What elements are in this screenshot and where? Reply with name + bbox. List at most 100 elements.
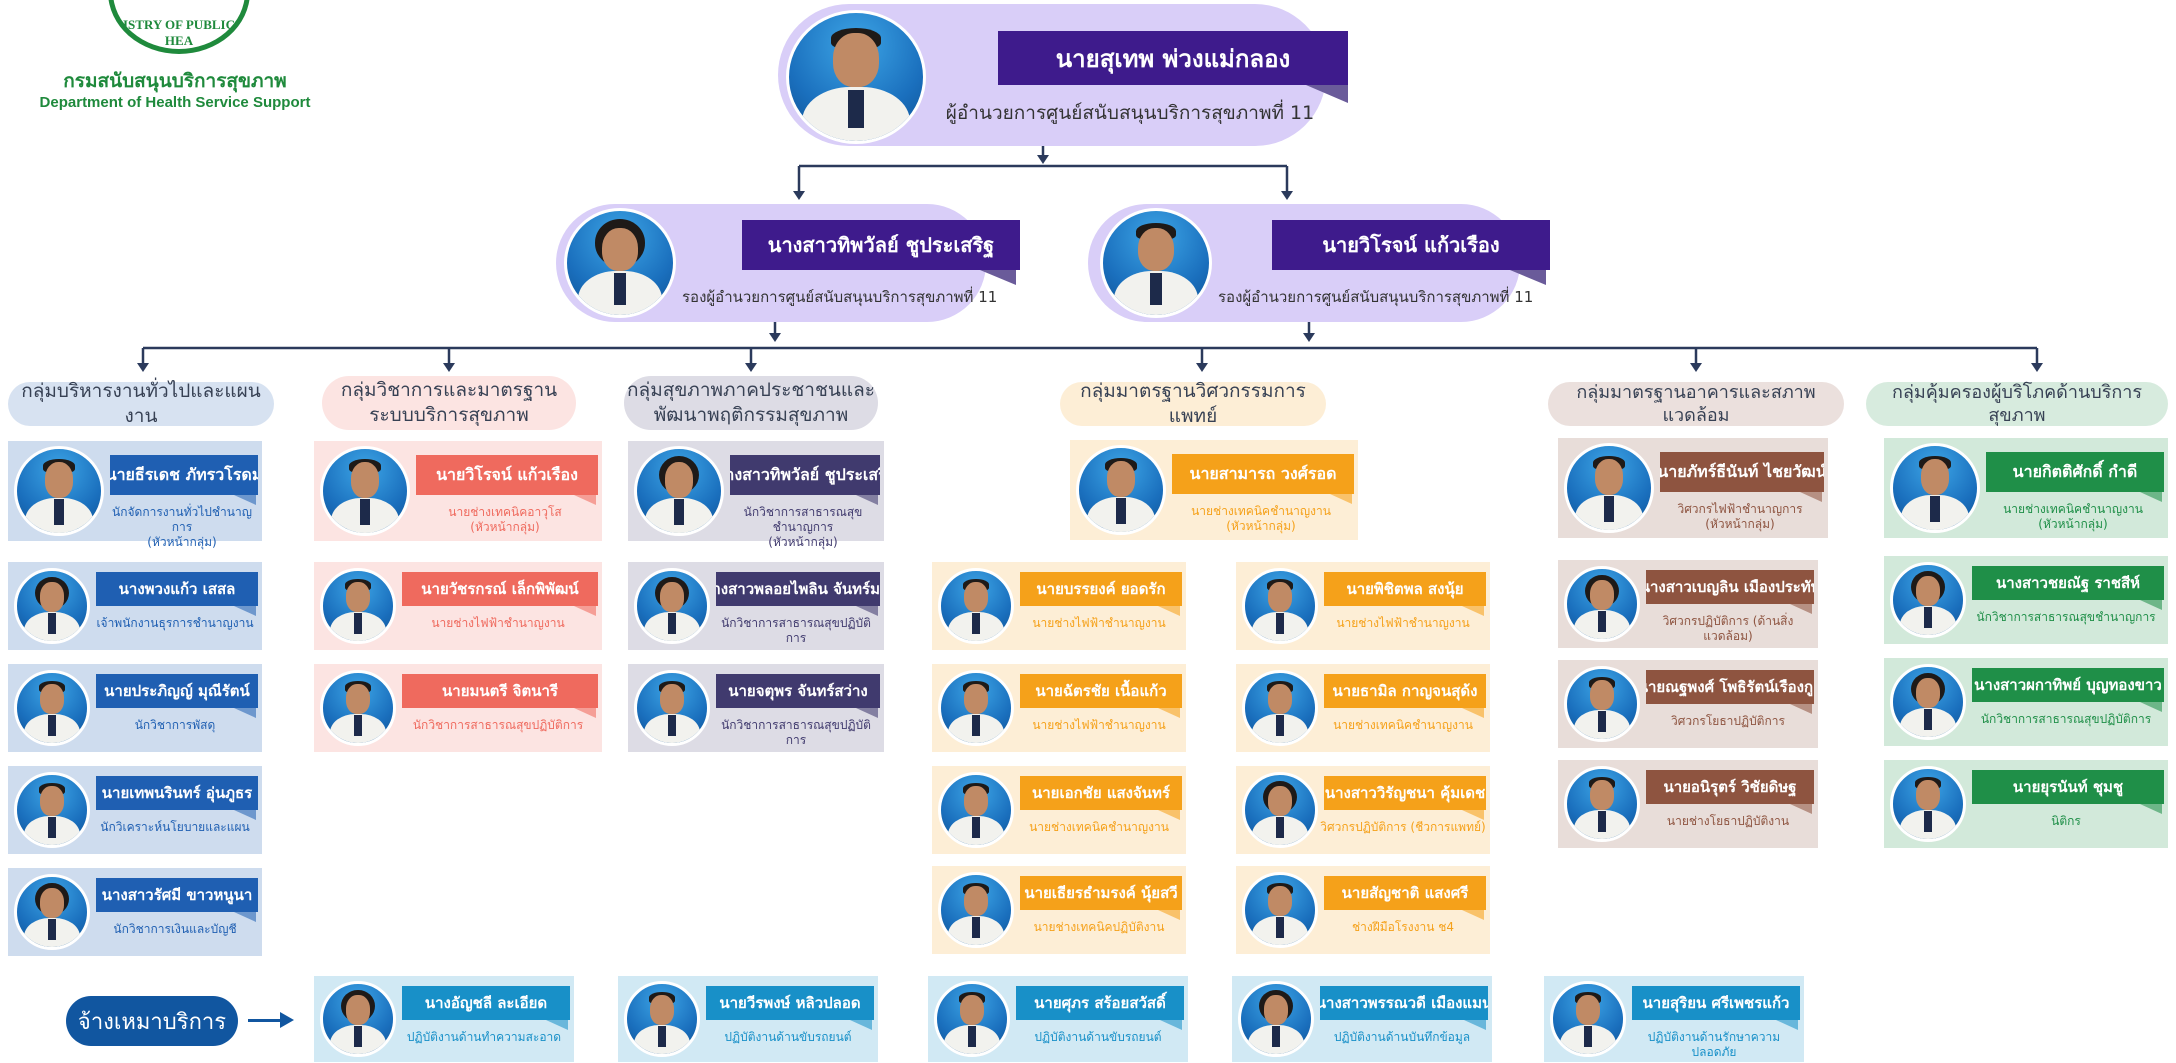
contract-member-2-fold: [850, 1020, 872, 1030]
g3-member-1-name: นางสาวทิพวัลย์ ชูประเสริฐ: [730, 455, 880, 495]
g1-member-5-photo: [14, 874, 90, 950]
g3-member-2-card: นางสาวพลอยไพลิน จันทร์มณีนักวิชาการสาธาร…: [628, 562, 884, 650]
group-header-2: กลุ่มวิชาการและมาตรฐาน ระบบบริการสุขภาพ: [322, 376, 576, 430]
g4-member-2-photo: [938, 568, 1014, 644]
g4-member-4-photo: [938, 670, 1014, 746]
contract-member-1-photo: [320, 981, 396, 1057]
g1-member-3-name: นายประภิญญ์ มุณีรัตน์: [96, 674, 258, 708]
g4-member-8-name: นายเธียรธำมรงค์ นุ้ยสวี: [1020, 876, 1182, 910]
arrowhead-icon: [1196, 363, 1208, 372]
contract-arrowhead-icon: [280, 1012, 294, 1028]
group-header-5: กลุ่มมาตรฐานอาคารและสภาพแวดล้อม: [1548, 382, 1844, 426]
g1-member-4-title: นักวิเคราะห์นโยบายและแผน: [100, 820, 250, 834]
g5-member-1-photo: [1564, 443, 1654, 533]
g6-member-2-card: นางสาวชยณัฐ ราชสีห์นักวิชาการสาธารณสุขชำ…: [1884, 556, 2168, 644]
g1-member-1-photo: [14, 446, 104, 536]
arrowhead-icon: [137, 363, 149, 372]
g3-member-3-card: นายจตุพร จันทร์สว่างนักวิชาการสาธารณสุขป…: [628, 664, 884, 752]
contract-member-4-fold: [1464, 1020, 1486, 1030]
g2-member-1-card: นายวิโรจน์ แก้วเรืองนายช่างเทคนิคอาวุโส …: [314, 441, 602, 541]
g2-member-1-name: นายวิโรจน์ แก้วเรือง: [416, 455, 598, 495]
g4-member-1-card: นายสามารถ วงศ์รอดนายช่างเทคนิคชำนาญงาน (…: [1070, 440, 1358, 540]
logo-name-th: กรมสนับสนุนบริการสุขภาพ: [63, 70, 287, 92]
g4-member-7-title: วิศวกรปฏิบัติการ (ชีวการแพทย์): [1320, 820, 1486, 834]
contract-member-5-fold: [1776, 1020, 1798, 1030]
g1-member-1-card: นายธีรเดช ภัทรวโรดมนักจัดการงานทั่วไปชำน…: [8, 441, 262, 549]
g3-member-2-title: นักวิชาการสาธารณสุขปฏิบัติการ: [721, 616, 871, 645]
g4-member-4-name: นายฉัตรชัย เนื้อแก้ว: [1020, 674, 1182, 708]
g6-member-4-card: นายยุรนันท์ ชุมชูนิติกร: [1884, 760, 2168, 848]
g4-member-2-name: นายบรรยงค์ ยอดรัก: [1020, 572, 1182, 606]
g2-member-2-card: นายวัชรกรณ์ เล็กพิพัฒน์นายช่างไฟฟ้าชำนาญ…: [314, 562, 602, 650]
g6-member-3-name: นางสาวผกาทิพย์ บุญทองขาว: [1972, 668, 2164, 702]
g4-member-4-card: นายฉัตรชัย เนื้อแก้วนายช่างไฟฟ้าชำนาญงาน: [932, 664, 1186, 752]
g4-member-5-card: นายธามิล กาญจนสุด้งนายช่างเทคนิคชำนาญงาน: [1236, 664, 1490, 752]
deputy-fold-1: [980, 270, 1016, 285]
g4-member-9-photo: [1242, 872, 1318, 948]
g4-member-8-card: นายเธียรธำมรงค์ นุ้ยสวีนายช่างเทคนิคปฏิบ…: [932, 866, 1186, 954]
g6-member-1-title: นายช่างเทคนิคชำนาญงาน (หัวหน้ากลุ่ม): [2003, 502, 2143, 531]
g3-member-2-photo: [634, 568, 710, 644]
g5-member-4-fold: [1790, 804, 1812, 814]
deputy-photo-2: [1100, 208, 1212, 318]
g6-member-3-card: นางสาวผกาทิพย์ บุญทองขาวนักวิชาการสาธารณ…: [1884, 658, 2168, 746]
g2-member-3-fold: [574, 708, 596, 718]
contract-member-1-title: ปฏิบัติงานด้านทำความสะอาด: [406, 1030, 562, 1044]
g1-member-1-title: นักจัดการงานทั่วไปชำนาญการ (หัวหน้ากลุ่ม…: [112, 505, 252, 549]
contract-member-4-card: นางสาวพรรณวดี เมืองแมนปฏิบัติงานด้านบันท…: [1232, 976, 1492, 1062]
group-header-3: กลุ่มสุขภาพภาคประชาชนและ พัฒนาพฤติกรรมสุ…: [624, 376, 878, 430]
g2-member-1-photo: [320, 446, 410, 536]
contract-member-5-title: ปฏิบัติงานด้านรักษาความปลอดภัย: [1647, 1030, 1781, 1059]
g3-member-3-title: นักวิชาการสาธารณสุขปฏิบัติการ: [721, 718, 871, 747]
g5-member-1-name: นายภัทร์ธีนันท์ ไชยวัฒน์: [1660, 452, 1824, 492]
contract-member-3-title: ปฏิบัติงานด้านขับรถยนต์: [1034, 1030, 1162, 1044]
contract-member-4-name: นางสาวพรรณวดี เมืองแมน: [1320, 986, 1488, 1020]
g4-member-6-card: นายเอกชัย แสงจันทร์นายช่างเทคนิคชำนาญงาน: [932, 766, 1186, 854]
g4-member-7-fold: [1462, 810, 1484, 820]
g1-member-5-card: นางสาวรัศมี ขาวหนูนานักวิชาการเงินและบัญ…: [8, 868, 262, 956]
g6-member-4-photo: [1890, 766, 1966, 842]
contract-arrow-icon: [248, 1019, 284, 1022]
g2-member-2-name: นายวัชรกรณ์ เล็กพิพัฒน์: [402, 572, 598, 606]
g2-member-3-photo: [320, 670, 396, 746]
contract-member-5-card: นายสุริยน ศรีเพชรแก้วปฏิบัติงานด้านรักษา…: [1544, 976, 1804, 1062]
g1-member-5-fold: [234, 912, 256, 922]
g3-member-1-card: นางสาวทิพวัลย์ ชูประเสริฐนักวิชาการสาธาร…: [628, 441, 884, 549]
g1-member-2-photo: [14, 568, 90, 644]
deputy-fold-2: [1510, 270, 1546, 285]
g6-member-3-fold: [2140, 702, 2162, 712]
contract-member-5-photo: [1550, 981, 1626, 1057]
g4-member-5-title: นายช่างเทคนิคชำนาญงาน: [1333, 718, 1473, 732]
g6-member-4-title: นิติกร: [2051, 814, 2081, 828]
g1-member-2-title: เจ้าพนักงานธุรการชำนาญงาน: [96, 616, 254, 630]
g3-member-1-title: นักวิชาการสาธารณสุขชำนาญการ (หัวหน้ากลุ่…: [743, 505, 863, 549]
g6-member-2-fold: [2140, 600, 2162, 610]
g4-member-2-title: นายช่างไฟฟ้าชำนาญงาน: [1032, 616, 1166, 630]
g5-member-1-card: นายภัทร์ธีนันท์ ไชยวัฒน์วิศวกรไฟฟ้าชำนาญ…: [1558, 438, 1828, 538]
g4-member-1-title: นายช่างเทคนิคชำนาญงาน (หัวหน้ากลุ่ม): [1191, 504, 1331, 533]
g4-member-9-card: นายสัญชาติ แสงศรีช่างฝีมือโรงงาน ช4: [1236, 866, 1490, 954]
g3-member-3-photo: [634, 670, 710, 746]
g4-member-7-photo: [1242, 772, 1318, 848]
g4-member-1-fold: [1330, 494, 1352, 504]
g4-member-4-fold: [1158, 708, 1180, 718]
g1-member-2-fold: [234, 606, 256, 616]
g6-member-3-title: นักวิชาการสาธารณสุขปฏิบัติการ: [1980, 712, 2152, 726]
contract-label: จ้างเหมาบริการ: [66, 996, 238, 1046]
g1-member-2-card: นางพวงแก้ว เสสลเจ้าพนักงานธุรการชำนาญงาน: [8, 562, 262, 650]
group-header-6: กลุ่มคุ้มครองผู้บริโภคด้านบริการสุขภาพ: [1866, 382, 2168, 426]
contract-member-4-photo: [1238, 981, 1314, 1057]
g3-member-1-photo: [634, 446, 724, 536]
g1-member-5-title: นักวิชาการเงินและบัญชี: [113, 922, 237, 936]
g4-member-3-card: นายพิชิตพล สงนุ้ยนายช่างไฟฟ้าชำนาญงาน: [1236, 562, 1490, 650]
g4-member-6-title: นายช่างเทคนิคชำนาญงาน: [1029, 820, 1169, 834]
director-name: นายสุเทพ พ่วงแม่กลอง: [998, 31, 1348, 85]
director-title: ผู้อำนวยการศูนย์สนับสนุนบริการสุขภาพที่ …: [945, 102, 1315, 124]
g4-member-8-photo: [938, 872, 1014, 948]
g3-member-3-name: นายจตุพร จันทร์สว่าง: [716, 674, 880, 708]
g6-member-3-photo: [1890, 664, 1966, 740]
g6-member-1-name: นายกิตติศักดิ์ กำดี: [1986, 452, 2164, 492]
g4-member-1-name: นายสามารถ วงศ์รอด: [1172, 454, 1354, 494]
